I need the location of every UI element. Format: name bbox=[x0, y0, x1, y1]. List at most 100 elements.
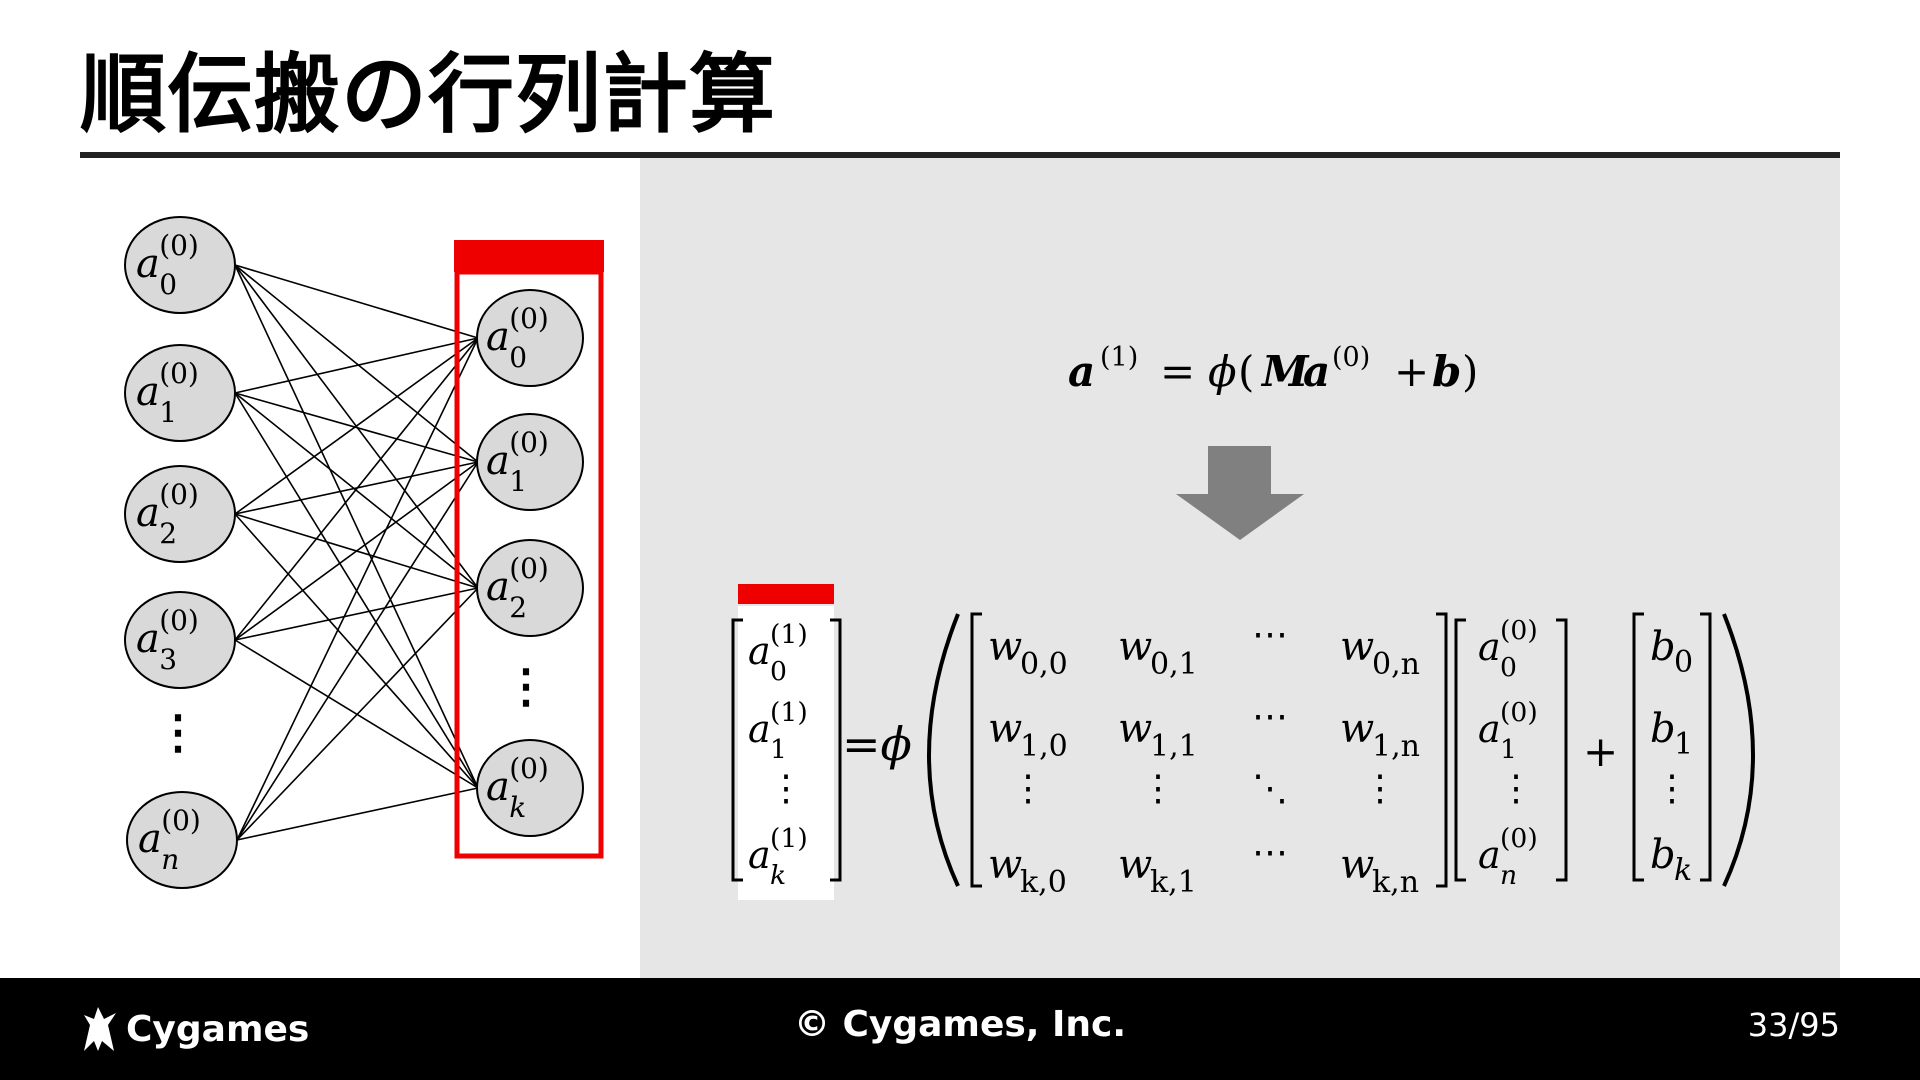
w-element: w0,1 bbox=[1118, 624, 1198, 682]
output-layer-highlight-box bbox=[454, 269, 604, 859]
input-node-label-sub: 3 bbox=[159, 643, 177, 676]
cygames-logo: Cygames bbox=[80, 1002, 309, 1056]
svg-text:=: = bbox=[1160, 347, 1195, 396]
svg-text:w: w bbox=[1340, 842, 1374, 888]
big-left-paren bbox=[927, 613, 960, 887]
equals-phi: =ϕ bbox=[842, 717, 912, 771]
svg-text:k: k bbox=[1674, 853, 1692, 888]
footer-bar: Cygames © Cygames, Inc. 33/95 bbox=[0, 978, 1920, 1080]
output-node-label-base: a bbox=[486, 314, 510, 360]
network-edge bbox=[234, 337, 479, 641]
w-dots: ⋱ bbox=[1252, 768, 1288, 809]
w-element: wk,0 bbox=[988, 842, 1067, 900]
network-edges bbox=[234, 264, 479, 841]
input-node-label-sup: (0) bbox=[161, 804, 201, 837]
input-node-circle bbox=[124, 344, 236, 442]
lhs-right-bracket bbox=[830, 618, 842, 882]
w-element: w0,n bbox=[1340, 624, 1420, 682]
input-node-circle bbox=[124, 465, 236, 563]
output-layer: a(0)0a(0)1a(0)2a(0)k bbox=[476, 289, 584, 837]
input-node-label-sub: 2 bbox=[159, 517, 177, 550]
w-dots: ⋮ bbox=[1362, 768, 1398, 809]
b-element: bk bbox=[1650, 832, 1692, 888]
network-edge bbox=[234, 337, 479, 515]
output-node-label-sup: (0) bbox=[509, 426, 549, 459]
w-left-bracket bbox=[970, 612, 982, 888]
input-node-label-base: a bbox=[138, 816, 162, 862]
b-element: b0 bbox=[1650, 624, 1693, 680]
svg-text:0,n: 0,n bbox=[1372, 647, 1420, 682]
svg-text:+: + bbox=[1394, 347, 1429, 396]
svg-text:w: w bbox=[1118, 842, 1152, 888]
input-node-circle bbox=[124, 591, 236, 689]
w-dots: ⋯ bbox=[1252, 696, 1288, 737]
forward-equation: a (1) = ϕ ( M a (0) + b ) bbox=[1068, 342, 1478, 396]
input-vector: a(0)0a(0)1a(0)n⋮ bbox=[1454, 615, 1568, 891]
output-node-label-sub: k bbox=[509, 791, 526, 824]
lhs-element-sup: (1) bbox=[770, 697, 808, 728]
input-node: a(0)2 bbox=[124, 465, 236, 563]
svg-text:M: M bbox=[1260, 347, 1310, 396]
svg-text:0,1: 0,1 bbox=[1150, 647, 1198, 682]
output-node-label: a(0)2 bbox=[486, 552, 549, 624]
output-node: a(0)0 bbox=[476, 289, 584, 387]
b-vdots: ⋮ bbox=[1654, 768, 1690, 809]
w-element: wk,1 bbox=[1118, 842, 1197, 900]
output-node-label-sub: 1 bbox=[509, 465, 527, 498]
network-edge bbox=[234, 392, 479, 589]
lhs-element-base: a bbox=[748, 629, 771, 673]
svg-text:0: 0 bbox=[1674, 645, 1693, 680]
a-element-base: a bbox=[1478, 833, 1501, 877]
svg-text:b: b bbox=[1650, 832, 1676, 878]
b-right-bracket bbox=[1700, 612, 1712, 882]
neural-network-diagram: a(0)0a(0)1a(0)2a(0)3a(0)n a(0)0a(0)1a(0)… bbox=[124, 216, 1755, 900]
output-node-label-sub: 0 bbox=[509, 341, 527, 374]
svg-text:a: a bbox=[1303, 347, 1330, 396]
input-node: a(0)n bbox=[126, 791, 238, 889]
input-node-label-sup: (0) bbox=[159, 478, 199, 511]
output-node-circle bbox=[476, 739, 584, 837]
lhs-element-sup: (1) bbox=[770, 823, 808, 854]
input-node-label-sup: (0) bbox=[159, 229, 199, 262]
w-element: w1,n bbox=[1340, 706, 1420, 764]
svg-text:k,n: k,n bbox=[1372, 865, 1419, 900]
svg-text:w: w bbox=[1118, 706, 1152, 752]
network-edge bbox=[236, 461, 479, 841]
w-dots: ⋮ bbox=[1140, 768, 1176, 809]
lhs-left-bracket bbox=[731, 618, 743, 882]
output-node-label: a(0)0 bbox=[486, 302, 549, 374]
lhs-element: a(1)0 bbox=[748, 619, 808, 687]
network-edge bbox=[234, 337, 479, 394]
svg-text:0,0: 0,0 bbox=[1020, 647, 1068, 682]
svg-text:1,0: 1,0 bbox=[1020, 729, 1068, 764]
output-node: a(0)k bbox=[476, 739, 584, 837]
lhs-element-sub: k bbox=[770, 860, 786, 891]
w-right-bracket bbox=[1436, 612, 1448, 888]
a-element-base: a bbox=[1478, 707, 1501, 751]
network-edge bbox=[236, 337, 479, 841]
w-element: w1,1 bbox=[1118, 706, 1198, 764]
network-edge bbox=[236, 787, 479, 841]
input-node-label: a(0)n bbox=[138, 804, 201, 876]
svg-text:w: w bbox=[1340, 624, 1374, 670]
input-node-label-sub: 1 bbox=[159, 396, 177, 429]
input-node-label-sup: (0) bbox=[159, 604, 199, 637]
input-node-label: a(0)3 bbox=[136, 604, 199, 676]
input-node-label-base: a bbox=[136, 369, 160, 415]
lhs-element-base: a bbox=[748, 833, 771, 877]
svg-text:w: w bbox=[1340, 706, 1374, 752]
svg-text:1: 1 bbox=[1674, 727, 1693, 762]
output-ellipsis: ⋮ bbox=[503, 659, 549, 713]
svg-text:b: b bbox=[1650, 624, 1676, 670]
output-node-label-base: a bbox=[486, 438, 510, 484]
plus-sign: + bbox=[1583, 727, 1618, 776]
network-edge bbox=[234, 264, 479, 463]
svg-text:w: w bbox=[988, 706, 1022, 752]
lhs-element-sup: (1) bbox=[770, 619, 808, 650]
lhs-highlight-backdrop bbox=[738, 606, 834, 900]
input-node: a(0)1 bbox=[124, 344, 236, 442]
a-element-sub: n bbox=[1500, 860, 1517, 891]
lhs-element: a(1)1 bbox=[748, 697, 808, 765]
